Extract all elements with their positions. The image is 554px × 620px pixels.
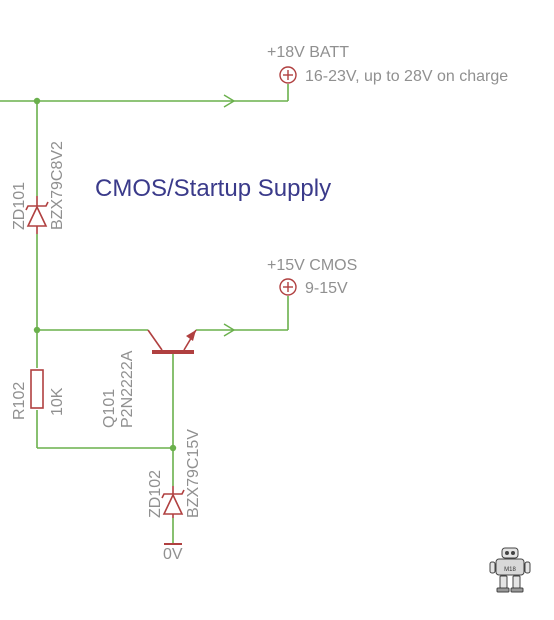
zd102-ref: ZD102: [147, 470, 164, 518]
component-labels: ZD101 BZX79C8V2 R102 10K Q101 P2N2222A Z…: [11, 141, 202, 518]
diagram-title: CMOS/Startup Supply: [95, 175, 331, 202]
batt-power-symbol: [279, 66, 297, 84]
zd101-part: BZX79C8V2: [49, 141, 66, 230]
zd101-symbol: [25, 196, 49, 234]
r102-symbol: [30, 369, 44, 409]
ground-net-name: 0V: [163, 546, 183, 563]
plus-circle-icon: [279, 66, 297, 84]
batt-net-name: +18V BATT: [267, 44, 349, 61]
r102-value: 10K: [49, 387, 66, 416]
resistor-icon: [30, 369, 44, 409]
plus-circle-icon: [279, 278, 297, 296]
zener-diode-icon: [26, 205, 48, 227]
q101-ref: Q101: [101, 389, 118, 428]
logo-text: M18: [504, 567, 516, 573]
wires: [0, 84, 289, 544]
arrow-batt-icon: [223, 94, 236, 108]
signal-arrows: [223, 94, 236, 337]
q101-symbol: [147, 329, 197, 354]
r102-ref: R102: [11, 382, 28, 420]
batt-net-description: 16-23V, up to 28V on charge: [305, 68, 508, 85]
arrow-cmos-icon: [223, 323, 236, 337]
cmos-net-name: +15V CMOS: [267, 257, 357, 274]
cmos-power-symbol: [279, 278, 297, 296]
junction-dot: [169, 444, 177, 452]
zd102-symbol: [161, 486, 185, 518]
zener-diode-icon: [162, 493, 184, 515]
robot-mascot-icon: M18: [489, 547, 531, 593]
junctions: [33, 97, 177, 452]
cmos-net-description: 9-15V: [305, 280, 348, 297]
junction-dot: [33, 326, 41, 334]
zd101-ref: ZD101: [11, 182, 28, 230]
junction-dot: [33, 97, 41, 105]
net-labels: +18V BATT 16-23V, up to 28V on charge +1…: [163, 44, 508, 563]
q101-part: P2N2222A: [119, 350, 136, 428]
zd102-part: BZX79C15V: [185, 429, 202, 518]
